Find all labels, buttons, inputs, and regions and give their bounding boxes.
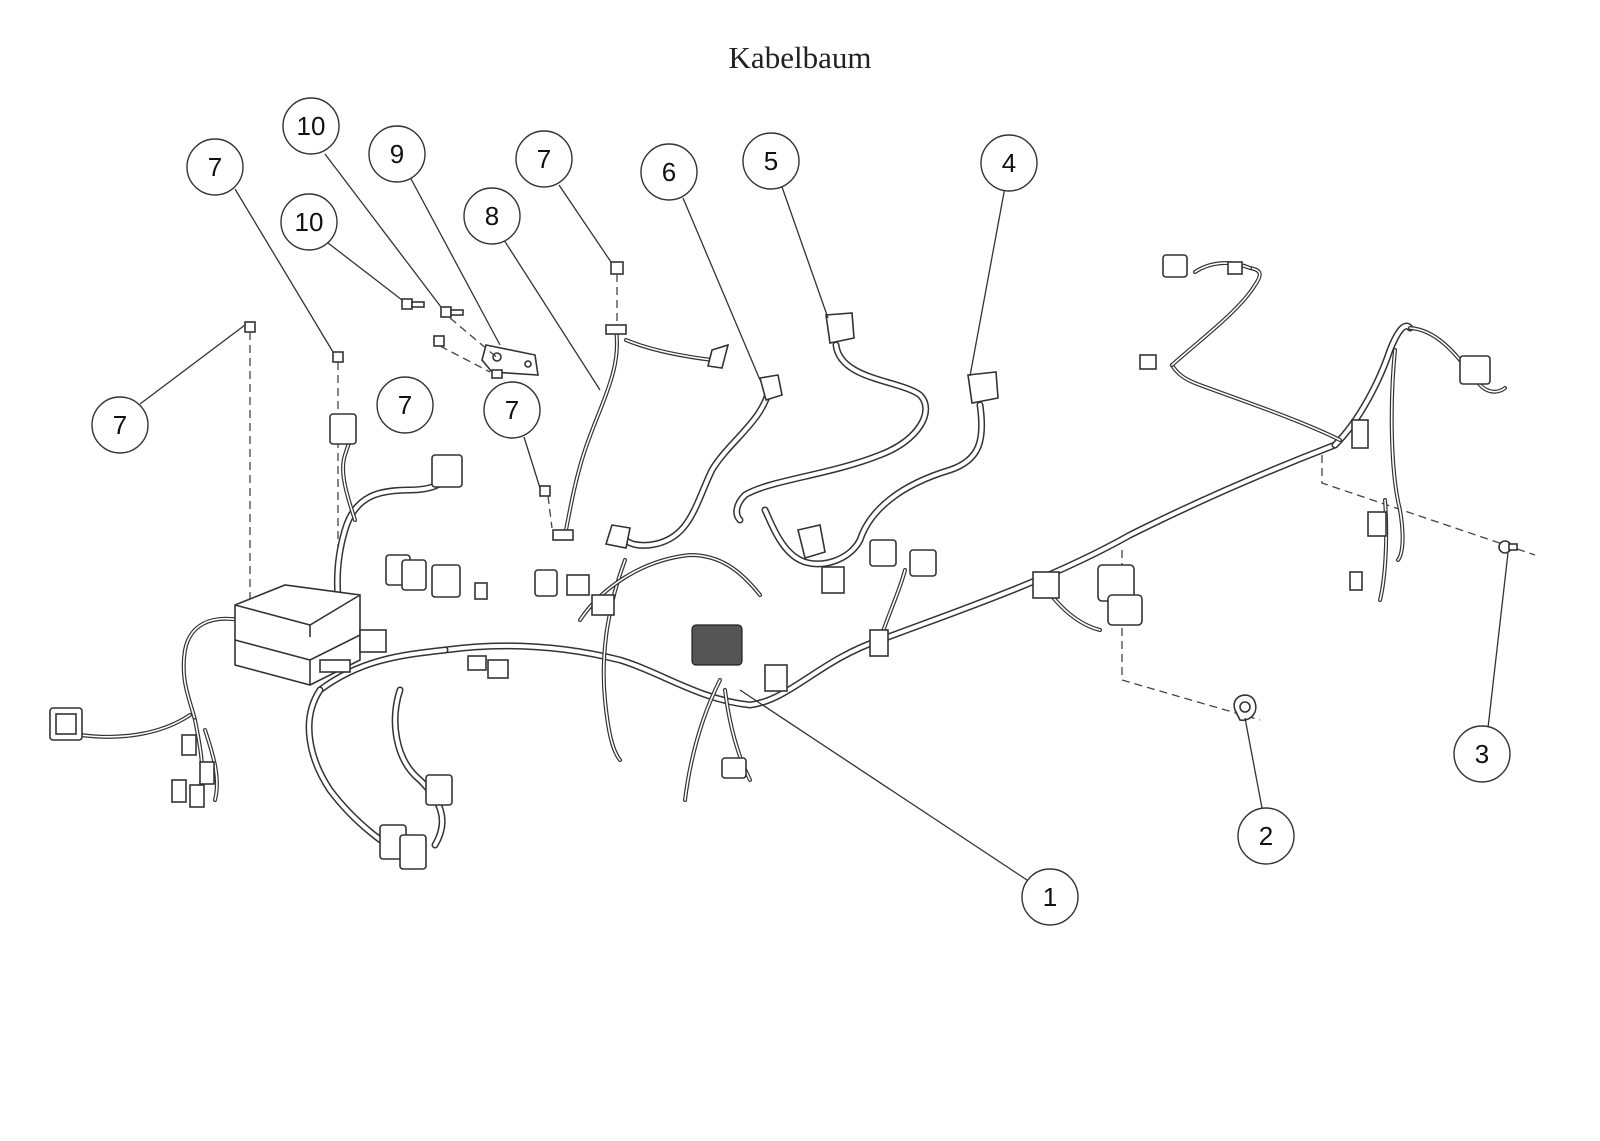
main-wiring-harness <box>78 261 1507 864</box>
callout-bubble-9: 9 <box>368 125 426 183</box>
battery-cable-6 <box>604 374 783 549</box>
callout-bubble-10: 10 <box>280 193 338 251</box>
callout-label: 2 <box>1259 821 1273 851</box>
callout-label: 10 <box>295 207 324 237</box>
callout-bubble-4: 4 <box>980 134 1038 192</box>
callout-label: 8 <box>485 201 499 231</box>
callout-bubble-7: 7 <box>376 376 434 434</box>
starter-cable-5 <box>733 312 930 524</box>
callout-label: 7 <box>208 152 222 182</box>
callout-label: 9 <box>390 139 404 169</box>
connectors <box>49 254 1491 870</box>
fuse-box <box>234 584 361 686</box>
callout-label: 3 <box>1475 739 1489 769</box>
callout-bubble-7: 7 <box>91 396 149 454</box>
callout-bubble-7: 7 <box>483 381 541 439</box>
callout-bubble-10-top: 10 <box>282 97 340 155</box>
callout-bubble-8: 8 <box>463 187 521 245</box>
callout-label: 6 <box>662 157 676 187</box>
callout-bubble-3: 3 <box>1453 725 1511 783</box>
battery-cable-4 <box>761 371 999 568</box>
callout-bubble-7: 7 <box>515 130 573 188</box>
callout-bubble-2: 2 <box>1237 807 1295 865</box>
clip-3 <box>1498 540 1518 554</box>
ground-cable-8 <box>552 324 730 541</box>
ground-bracket-9 <box>481 344 539 379</box>
callout-label: 4 <box>1002 148 1016 178</box>
clamp-2 <box>1233 694 1257 722</box>
callout-bubble-7: 7 <box>186 138 244 196</box>
callout-bubble-6: 6 <box>640 143 698 201</box>
callout-bubble-1: 1 <box>1021 868 1079 926</box>
callout-label: 5 <box>764 146 778 176</box>
callout-label: 7 <box>398 390 412 420</box>
leader-lines <box>139 153 1509 883</box>
callout-label: 7 <box>537 144 551 174</box>
callout-bubble-5: 5 <box>742 132 800 190</box>
callout-label: 7 <box>113 410 127 440</box>
page-title: Kabelbaum <box>728 40 872 75</box>
callout-label: 10 <box>297 111 326 141</box>
callout-label: 7 <box>505 395 519 425</box>
callout-label: 1 <box>1043 882 1057 912</box>
